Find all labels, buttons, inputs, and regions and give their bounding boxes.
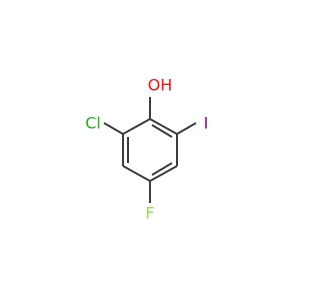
bond-c6-cl [103, 122, 124, 135]
bond-c1-c2 [149, 118, 178, 135]
bond-c4-c5 [122, 165, 151, 182]
double-bond-c1-c2 [151, 124, 173, 138]
atom-label-f: F [145, 204, 154, 223]
atom-label-i: I [204, 114, 209, 133]
bonds [103, 97, 197, 203]
molecule-diagram: OH Cl I F [85, 76, 209, 223]
molecule-structure: OH Cl I F [85, 76, 209, 223]
bond-c2-i [176, 122, 197, 135]
bond-c3-c4 [149, 165, 178, 182]
bond-c6-c1 [122, 118, 151, 135]
atom-label-oh: OH [148, 76, 173, 95]
atom-label-cl: Cl [85, 114, 101, 133]
double-bond-c3-c4 [151, 162, 173, 176]
